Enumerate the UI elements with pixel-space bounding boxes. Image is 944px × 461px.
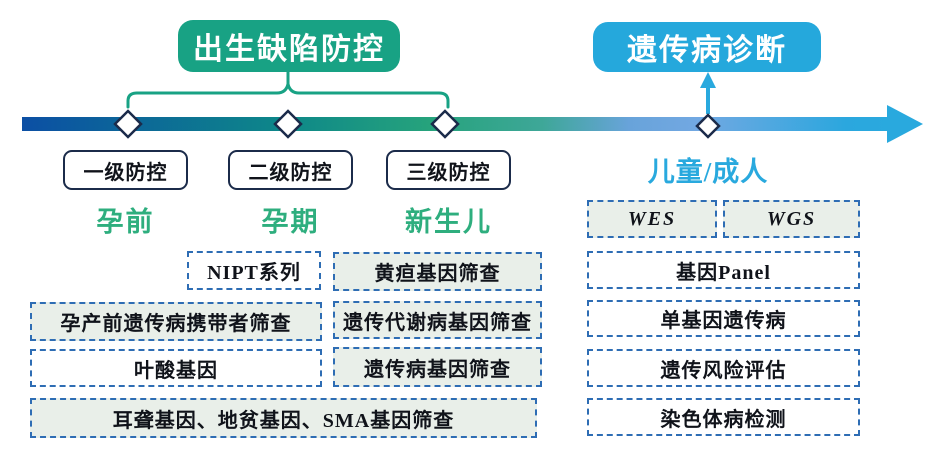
- test-box-label: 黄疸基因筛查: [374, 263, 501, 285]
- test-box-label: NIPT系列: [207, 262, 301, 284]
- diamond-marker-icon: [430, 109, 460, 139]
- test-box-chromosome: 染色体病检测: [587, 398, 860, 436]
- test-box-label: 叶酸基因: [134, 359, 218, 382]
- level-3-label: 三级防控: [406, 161, 491, 184]
- test-box-folate-gene: 叶酸基因: [30, 349, 322, 387]
- level-1-label: 一级防控: [83, 161, 168, 184]
- genetic-diagnosis-title-box: 遗传病诊断: [593, 22, 821, 72]
- level-3-box: 三级防控: [386, 150, 511, 190]
- up-arrow-head-icon: [700, 72, 716, 88]
- test-box-genetic-screening: 遗传病基因筛查: [333, 347, 542, 387]
- stage-pre-pregnancy: 孕前: [96, 207, 155, 237]
- diamond-marker-icon: [695, 113, 721, 139]
- genetic-diagnosis-title: 遗传病诊断: [627, 34, 787, 67]
- timeline-arrowhead-icon: [887, 105, 923, 143]
- birth-defect-title-box: 出生缺陷防控: [178, 20, 400, 72]
- brace-icon: [126, 83, 450, 109]
- test-box-label: 遗传风险评估: [660, 359, 787, 382]
- test-box-nipt: NIPT系列: [187, 251, 321, 290]
- test-box-risk-assessment: 遗传风险评估: [587, 349, 860, 387]
- test-box-label: 遗传病基因筛查: [364, 358, 511, 381]
- test-box-label: 孕产前遗传病携带者筛查: [60, 313, 292, 335]
- test-box-jaundice: 黄疸基因筛查: [333, 252, 542, 291]
- test-box-gene-panel: 基因Panel: [587, 251, 860, 289]
- test-box-label: 染色体病检测: [660, 408, 787, 431]
- stage-children-adult: 儿童/成人: [647, 157, 769, 187]
- stage-newborn: 新生儿: [405, 207, 492, 237]
- test-box-deafness-thal-sma: 耳聋基因、地贫基因、SMA基因筛查: [30, 398, 537, 438]
- test-box-label: WGS: [766, 207, 817, 230]
- level-2-label: 二级防控: [248, 161, 333, 184]
- test-box-label: 遗传代谢病基因筛查: [343, 311, 532, 334]
- test-box-label: 基因Panel: [676, 261, 771, 284]
- test-box-monogenic: 单基因遗传病: [587, 300, 860, 337]
- diamond-marker-icon: [273, 109, 303, 139]
- birth-defect-title: 出生缺陷防控: [193, 33, 385, 66]
- level-1-box: 一级防控: [63, 150, 188, 190]
- test-box-label: WES: [627, 207, 677, 230]
- test-box-label: 耳聋基因、地贫基因、SMA基因筛查: [112, 409, 455, 432]
- test-box-metabolic: 遗传代谢病基因筛查: [333, 301, 542, 339]
- test-box-wgs: WGS: [723, 200, 860, 238]
- stage-pregnancy: 孕期: [261, 207, 320, 237]
- test-box-wes: WES: [587, 200, 717, 238]
- test-box-carrier-screening: 孕产前遗传病携带者筛查: [30, 302, 322, 341]
- level-2-box: 二级防控: [228, 150, 353, 190]
- diamond-marker-icon: [113, 109, 143, 139]
- test-box-label: 单基因遗传病: [660, 310, 787, 332]
